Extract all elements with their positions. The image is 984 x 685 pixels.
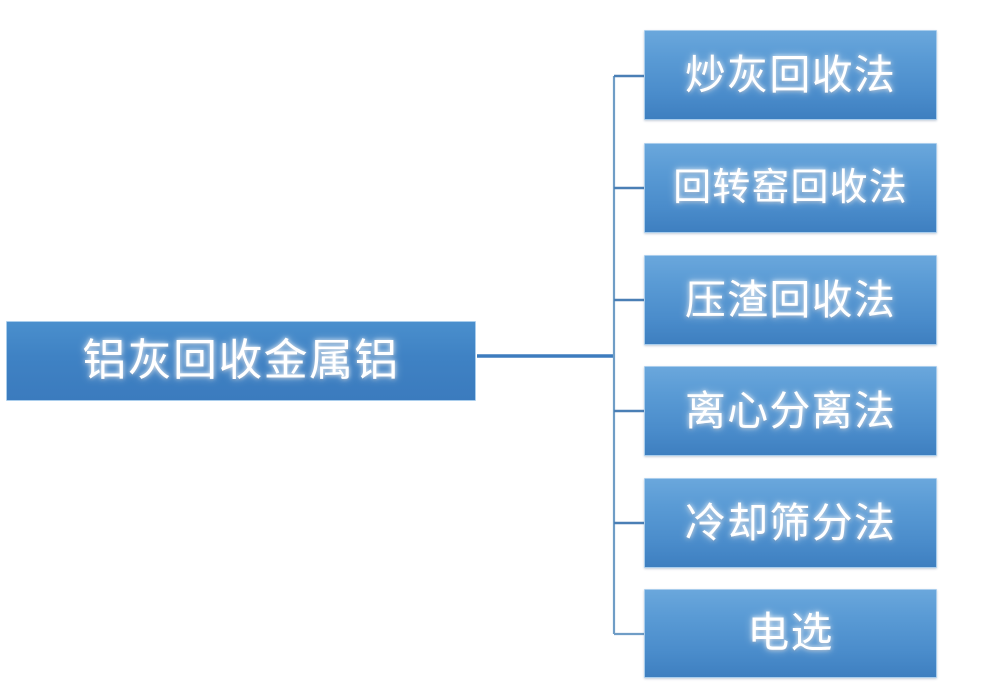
branch-node-3[interactable]: 压渣回收法: [644, 255, 937, 345]
branch-node-4[interactable]: 离心分离法: [644, 366, 937, 456]
root-node-label: 铝灰回收金属铝: [82, 336, 400, 385]
branch-node-5[interactable]: 冷却筛分法: [644, 478, 937, 568]
branch-node-6-label: 电选: [747, 610, 834, 657]
branch-node-1[interactable]: 炒灰回收法: [644, 30, 937, 120]
branch-node-4-label: 离心分离法: [684, 387, 897, 434]
branch-node-1-label: 炒灰回收法: [684, 51, 897, 98]
branch-node-3-label: 压渣回收法: [684, 276, 897, 323]
branch-node-5-label: 冷却筛分法: [684, 499, 897, 546]
branch-node-2-label: 回转窑回收法: [673, 167, 908, 209]
branch-node-2[interactable]: 回转窑回收法: [644, 143, 937, 233]
root-node[interactable]: 铝灰回收金属铝: [6, 321, 476, 401]
branch-node-6[interactable]: 电选: [644, 589, 937, 678]
